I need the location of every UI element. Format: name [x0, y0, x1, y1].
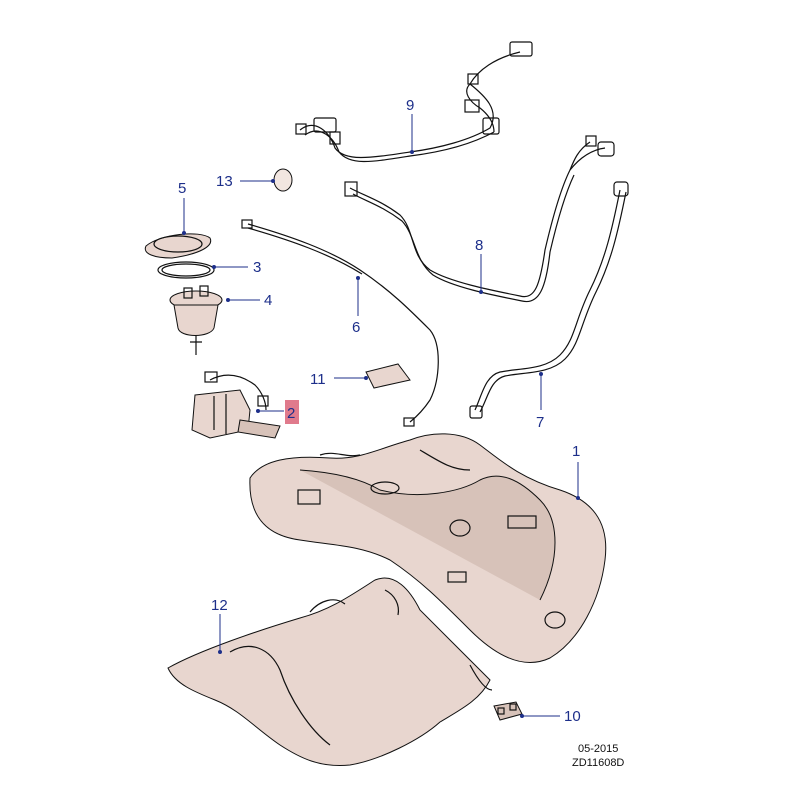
part-9-wiring-harness — [295, 41, 533, 163]
footer-reference-code: ZD11608D — [572, 757, 624, 769]
part-5-seal-plate — [144, 233, 212, 259]
diagram-footer: 05-2015 ZD11608D — [572, 743, 624, 769]
callout-label-1: 1 — [572, 443, 580, 460]
callout-label-11: 11 — [310, 371, 326, 388]
callout-label-2: 2 — [287, 405, 295, 422]
part-6-vent-line — [241, 219, 439, 427]
callout-label-4: 4 — [264, 292, 272, 309]
callout-label-3: 3 — [253, 259, 261, 276]
callout-label-13: 13 — [216, 173, 233, 190]
callout-label-6: 6 — [352, 319, 360, 336]
callout-label-8: 8 — [475, 237, 483, 254]
part-13-cap — [273, 168, 293, 192]
part-7-fuel-line — [469, 181, 629, 419]
part-8-fuel-line — [344, 135, 615, 303]
callout-5: 5 — [178, 180, 186, 235]
part-1-fuel-tank — [249, 433, 607, 663]
callout-9: 9 — [406, 97, 414, 154]
callout-label-7: 7 — [536, 414, 544, 431]
callout-highlight — [285, 400, 299, 424]
callout-label-10: 10 — [564, 708, 581, 725]
part-2-fuel-pump — [191, 371, 281, 439]
callout-3: 3 — [212, 259, 261, 276]
callout-1: 1 — [572, 443, 580, 500]
callout-10: 10 — [520, 708, 581, 725]
part-10-clip — [493, 701, 523, 721]
part-11-pad — [365, 363, 411, 389]
part-4-sender-unit — [169, 285, 223, 355]
part-12-heat-shield — [167, 577, 493, 767]
callout-label-5: 5 — [178, 180, 186, 197]
part-3-o-ring — [157, 261, 215, 279]
callout-13: 13 — [216, 173, 275, 190]
callout-12: 12 — [211, 597, 228, 654]
callout-2: 2 — [256, 400, 299, 424]
callout-8: 8 — [475, 237, 483, 294]
callout-label-9: 9 — [406, 97, 414, 114]
callout-label-12: 12 — [211, 597, 228, 614]
callout-4: 4 — [226, 292, 272, 309]
callout-6: 6 — [352, 276, 360, 336]
footer-date: 05-2015 — [578, 743, 618, 755]
callout-7: 7 — [536, 372, 544, 431]
callout-11: 11 — [310, 371, 368, 388]
